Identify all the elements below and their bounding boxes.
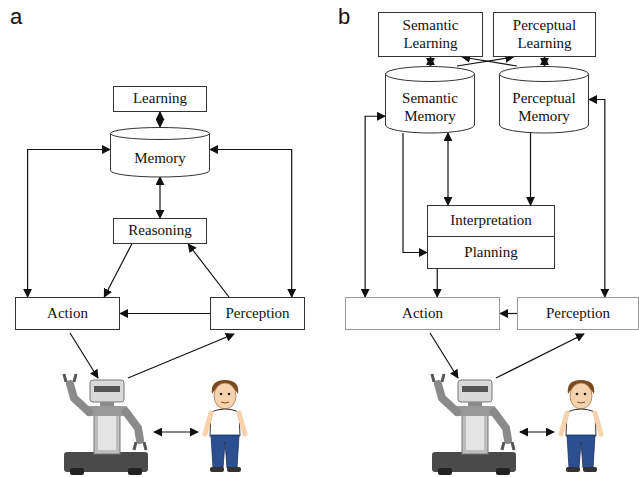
process-box: Perception xyxy=(210,297,305,330)
cylinder-body xyxy=(500,74,589,133)
process-box: Perception xyxy=(517,297,639,330)
cylinder-top xyxy=(500,67,589,82)
connector-arrow xyxy=(159,112,160,127)
connector-arrow xyxy=(500,313,517,314)
process-box: Perceptual Learning xyxy=(493,12,596,57)
box-label: Action xyxy=(47,305,88,322)
box-label: Planning xyxy=(464,244,517,261)
arrow-line xyxy=(70,333,98,378)
connector-arrow xyxy=(188,244,229,297)
connector-arrow xyxy=(28,150,110,298)
box-label: Perceptual Memory xyxy=(505,90,583,125)
process-box: Reasoning xyxy=(113,218,207,244)
box-label: Learning xyxy=(133,90,187,107)
process-box: Interpretation xyxy=(427,205,555,237)
process-box: Planning xyxy=(427,236,555,269)
process-box: Action xyxy=(345,297,500,330)
robot-figure xyxy=(64,374,148,475)
connector-arrow xyxy=(365,116,385,297)
connector-arrow xyxy=(403,133,427,253)
memory-cylinder: Semantic Memory xyxy=(385,66,475,133)
connector-arrow xyxy=(462,57,517,66)
arrow-line xyxy=(128,334,234,378)
process-box: Action xyxy=(15,297,120,330)
memory-cylinder: Perceptual Memory xyxy=(499,66,589,133)
connector-arrow xyxy=(120,313,210,314)
cylinder-body xyxy=(111,134,210,178)
memory-cylinder: Memory xyxy=(110,127,210,177)
box-label: Perception xyxy=(546,305,610,322)
robot-figure xyxy=(432,374,516,475)
box-label: Semantic Memory xyxy=(391,90,469,125)
arrow-line xyxy=(520,431,554,432)
person-figure xyxy=(205,380,245,472)
box-label: Reasoning xyxy=(128,222,191,239)
box-label: Perceptual Learning xyxy=(499,17,590,52)
connector-arrow xyxy=(430,57,431,66)
person-figure xyxy=(561,380,601,472)
process-box: Learning xyxy=(113,86,207,112)
connector-arrow xyxy=(589,100,605,298)
connector-arrow xyxy=(210,150,292,298)
arrow-line xyxy=(154,431,198,432)
box-label: Perception xyxy=(225,305,289,322)
connector-arrow xyxy=(530,133,531,205)
box-label: Action xyxy=(402,305,443,322)
box-label: Interpretation xyxy=(450,212,532,229)
box-label: Memory xyxy=(134,150,186,167)
panel-letter: b xyxy=(338,4,350,30)
connector-arrow xyxy=(159,177,160,218)
connector-arrow xyxy=(104,244,132,297)
cylinder-top xyxy=(386,67,475,82)
cylinder-top xyxy=(111,128,210,140)
box-label: Semantic Learning xyxy=(384,17,477,52)
arrow-line xyxy=(496,334,584,378)
arrow-line xyxy=(430,333,458,378)
connector-arrow xyxy=(544,57,545,66)
connector-arrow xyxy=(447,133,448,205)
connector-arrow xyxy=(437,269,438,297)
panel-letter: a xyxy=(10,4,22,30)
cylinder-body xyxy=(386,74,475,133)
process-box: Semantic Learning xyxy=(378,12,483,57)
